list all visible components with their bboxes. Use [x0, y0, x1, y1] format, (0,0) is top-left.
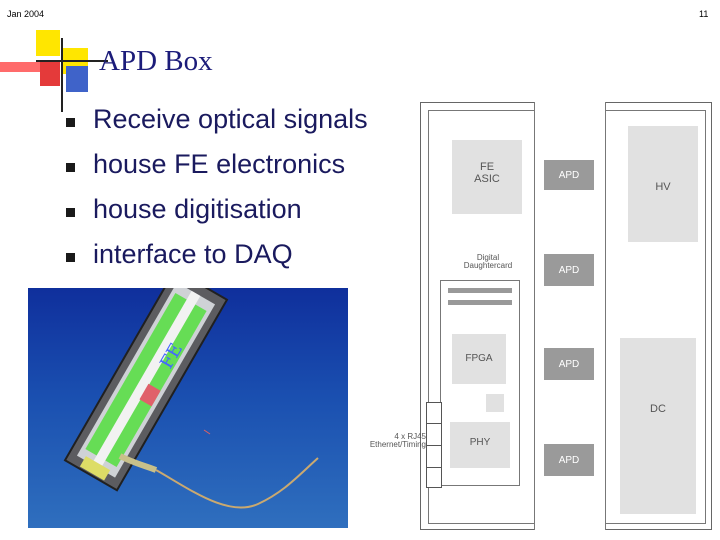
- slide-title: APD Box: [99, 45, 213, 77]
- bullet-item: house digitisation: [66, 194, 426, 234]
- apd-block: APD: [544, 444, 594, 476]
- daughtercard-label: Digital Daughtercard: [463, 253, 513, 271]
- apd-block: APD: [544, 254, 594, 286]
- phy-block: PHY: [450, 422, 510, 468]
- slide-logo: [0, 30, 110, 112]
- bullet-square-icon: [66, 208, 75, 217]
- bullet-square-icon: [66, 118, 75, 127]
- slide-date: Jan 2004: [7, 9, 45, 19]
- apd-box-render: FE: [63, 288, 319, 509]
- fpga-block: FPGA: [452, 334, 506, 384]
- bullet-text: house digitisation: [93, 194, 302, 224]
- bullet-text: interface to DAQ: [93, 239, 293, 269]
- bullet-square-icon: [66, 163, 75, 172]
- rj45-label: 4 x RJ45 Ethernet/Timing: [369, 432, 426, 450]
- bullet-square-icon: [66, 253, 75, 262]
- bullet-text: house FE electronics: [93, 149, 346, 179]
- bullet-item: house FE electronics: [66, 149, 426, 189]
- apd-block: APD: [544, 160, 594, 190]
- fe-asic-block: FE ASIC: [452, 140, 522, 214]
- bullet-item: Receive optical signals: [66, 104, 426, 144]
- daughtercard-outline: [440, 280, 520, 486]
- dc-block: DC: [620, 338, 696, 514]
- connector-bar: [448, 288, 512, 293]
- hv-block: HV: [628, 126, 698, 242]
- bullet-item: interface to DAQ: [66, 239, 426, 279]
- page-number: 11: [699, 9, 709, 19]
- apd-box-diagram: FE ASIC HV DC APD APD APD APD Digital Da…: [420, 102, 714, 532]
- apd-box-photo: FE: [28, 288, 348, 528]
- bullet-text: Receive optical signals: [93, 104, 368, 134]
- small-chip: [486, 394, 504, 412]
- rj45-connector-stack: [426, 402, 442, 488]
- connector-bar: [448, 300, 512, 305]
- apd-block: APD: [544, 348, 594, 380]
